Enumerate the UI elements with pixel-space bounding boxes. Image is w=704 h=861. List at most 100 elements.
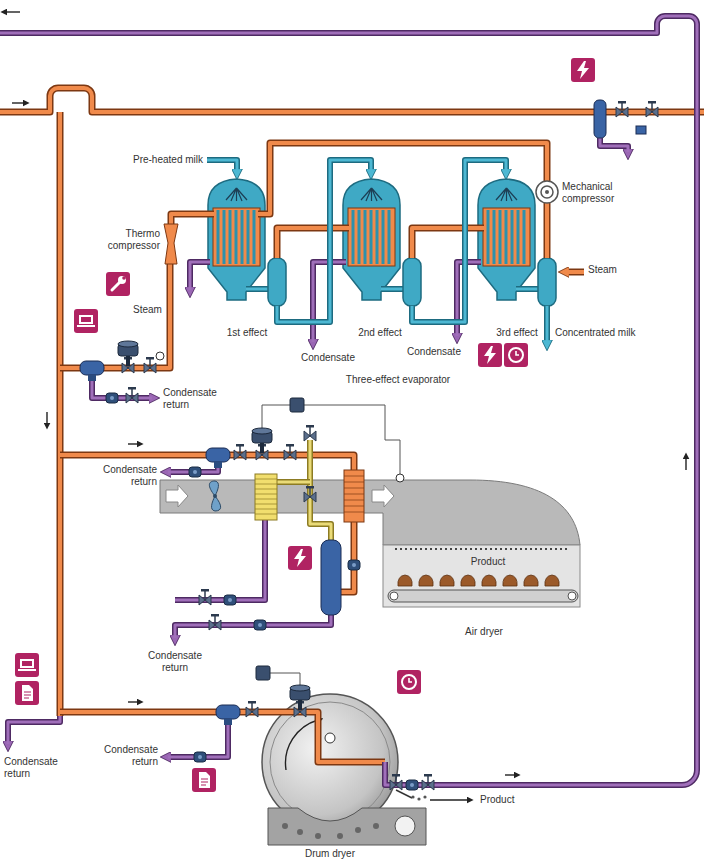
- flow-arrow: [505, 774, 515, 775]
- milk-pipe: [546, 306, 549, 343]
- thermo-compressor: [164, 224, 178, 264]
- drum-dryer-body: [315, 833, 321, 839]
- drum-dryer-body: [285, 720, 318, 770]
- flow-arrow: [128, 701, 138, 702]
- drum-dryer-body: [268, 808, 426, 845]
- flow-label: Condensate return: [95, 464, 157, 488]
- mechanical-compressor: [545, 190, 549, 194]
- condensate-pipe: [600, 138, 628, 152]
- flow-label: Condensate return: [163, 387, 225, 411]
- valve-station: [194, 752, 206, 762]
- flow-label: Concentrated milk: [555, 327, 636, 339]
- flow-label: Steam: [133, 304, 162, 316]
- flow-label: Product: [471, 556, 505, 568]
- valve-station: [216, 705, 240, 725]
- steam-pipe: [0, 88, 704, 762]
- air-dryer-duct: [372, 485, 394, 507]
- service-icon: [74, 309, 98, 333]
- valve-station: [206, 448, 230, 468]
- air-dryer-duct: [383, 545, 580, 607]
- valve-station: [396, 474, 404, 482]
- steam-pipe: [412, 228, 484, 258]
- mechanical-compressor: [536, 181, 558, 203]
- flash-steam-pipe: [277, 481, 310, 484]
- steam-pipe: [341, 520, 354, 592]
- service-icon: [192, 768, 216, 792]
- service-icon: [288, 546, 312, 570]
- air-dryer-duct: [213, 494, 217, 498]
- steam-pipe: [58, 112, 62, 716]
- steam-pipe: [171, 214, 214, 224]
- heating-coil: [255, 479, 277, 514]
- steam-pipe: [566, 270, 584, 274]
- condensate-pipe: [0, 16, 697, 785]
- service-icon: [15, 681, 39, 705]
- drum-dryer-body: [417, 797, 420, 800]
- steam-pipe: [277, 228, 349, 258]
- valve-station: [284, 444, 296, 460]
- drum-dryer-body: [297, 829, 303, 835]
- steam-pipe: [341, 520, 354, 592]
- valve-station: [199, 589, 211, 605]
- service-icon: [15, 58, 595, 792]
- milk-pipe: [277, 160, 371, 322]
- signal-line: [262, 405, 400, 688]
- valve-station: [646, 101, 658, 117]
- condensate-pipe: [0, 16, 697, 785]
- service-icon: [504, 343, 528, 367]
- valve-station: [422, 774, 434, 790]
- air-dryer-duct: [503, 575, 517, 586]
- condensate-pipe: [190, 262, 210, 290]
- valve-station: [304, 425, 316, 441]
- heating-coil: [255, 470, 364, 522]
- service-icon: [478, 343, 502, 367]
- steam-pipe: [544, 203, 551, 258]
- service-icon: [15, 653, 39, 677]
- air-dryer-duct: [166, 485, 188, 507]
- drum-dryer-body: [396, 790, 412, 798]
- steam-pipe: [566, 269, 584, 276]
- flash-steam-pipe: [310, 440, 331, 540]
- condensate-pipe: [8, 716, 60, 744]
- flow-arrow: [12, 102, 24, 103]
- section-caption: Air dryer: [465, 626, 503, 638]
- flow-arrow: [128, 443, 138, 444]
- milk-pipe: [207, 160, 547, 343]
- valve-station: [256, 666, 270, 680]
- condensate-pipe: [175, 520, 265, 600]
- flash-vessel: [321, 540, 341, 615]
- valve-station: [189, 467, 201, 477]
- air-dryer-duct: [395, 548, 570, 550]
- mechanical-compressor: [536, 181, 558, 203]
- milk-pipe: [277, 160, 371, 322]
- valve-station: [224, 595, 236, 605]
- flow-label: Condensate: [301, 352, 355, 364]
- steam-pipe: [60, 264, 170, 368]
- section-caption: Three-effect evaporator: [346, 374, 450, 386]
- valve-station: [246, 701, 258, 717]
- equipment-label: Thermo compressor: [94, 228, 160, 252]
- drum-dryer-body: [262, 694, 427, 845]
- flash-steam-pipe: [310, 440, 331, 540]
- valve-station: [616, 101, 628, 117]
- air-dryer-duct: [388, 590, 578, 602]
- drum-dryer-body: [395, 816, 415, 836]
- air-dryer-duct: [160, 480, 580, 545]
- flow-arrow: [6, 12, 686, 800]
- flow-label: Pre-heated milk: [133, 154, 203, 166]
- drum-dryer-body: [282, 823, 288, 829]
- air-dryer-duct: [419, 575, 433, 586]
- air-dryer-duct: [482, 575, 496, 586]
- steam-pipe: [412, 228, 484, 258]
- signal-line: [304, 405, 400, 474]
- flow-label: Product: [480, 794, 514, 806]
- equipment-label: Mechanical compressor: [562, 181, 632, 205]
- heating-coil: [344, 476, 364, 512]
- condensate-pipe: [190, 262, 210, 290]
- air-dryer-duct: [545, 575, 559, 586]
- milk-pipe: [412, 160, 506, 322]
- condensate-pipe: [92, 381, 152, 398]
- valve-station: [144, 357, 156, 373]
- valve-station: [252, 428, 272, 453]
- drum-dryer-body: [355, 827, 361, 833]
